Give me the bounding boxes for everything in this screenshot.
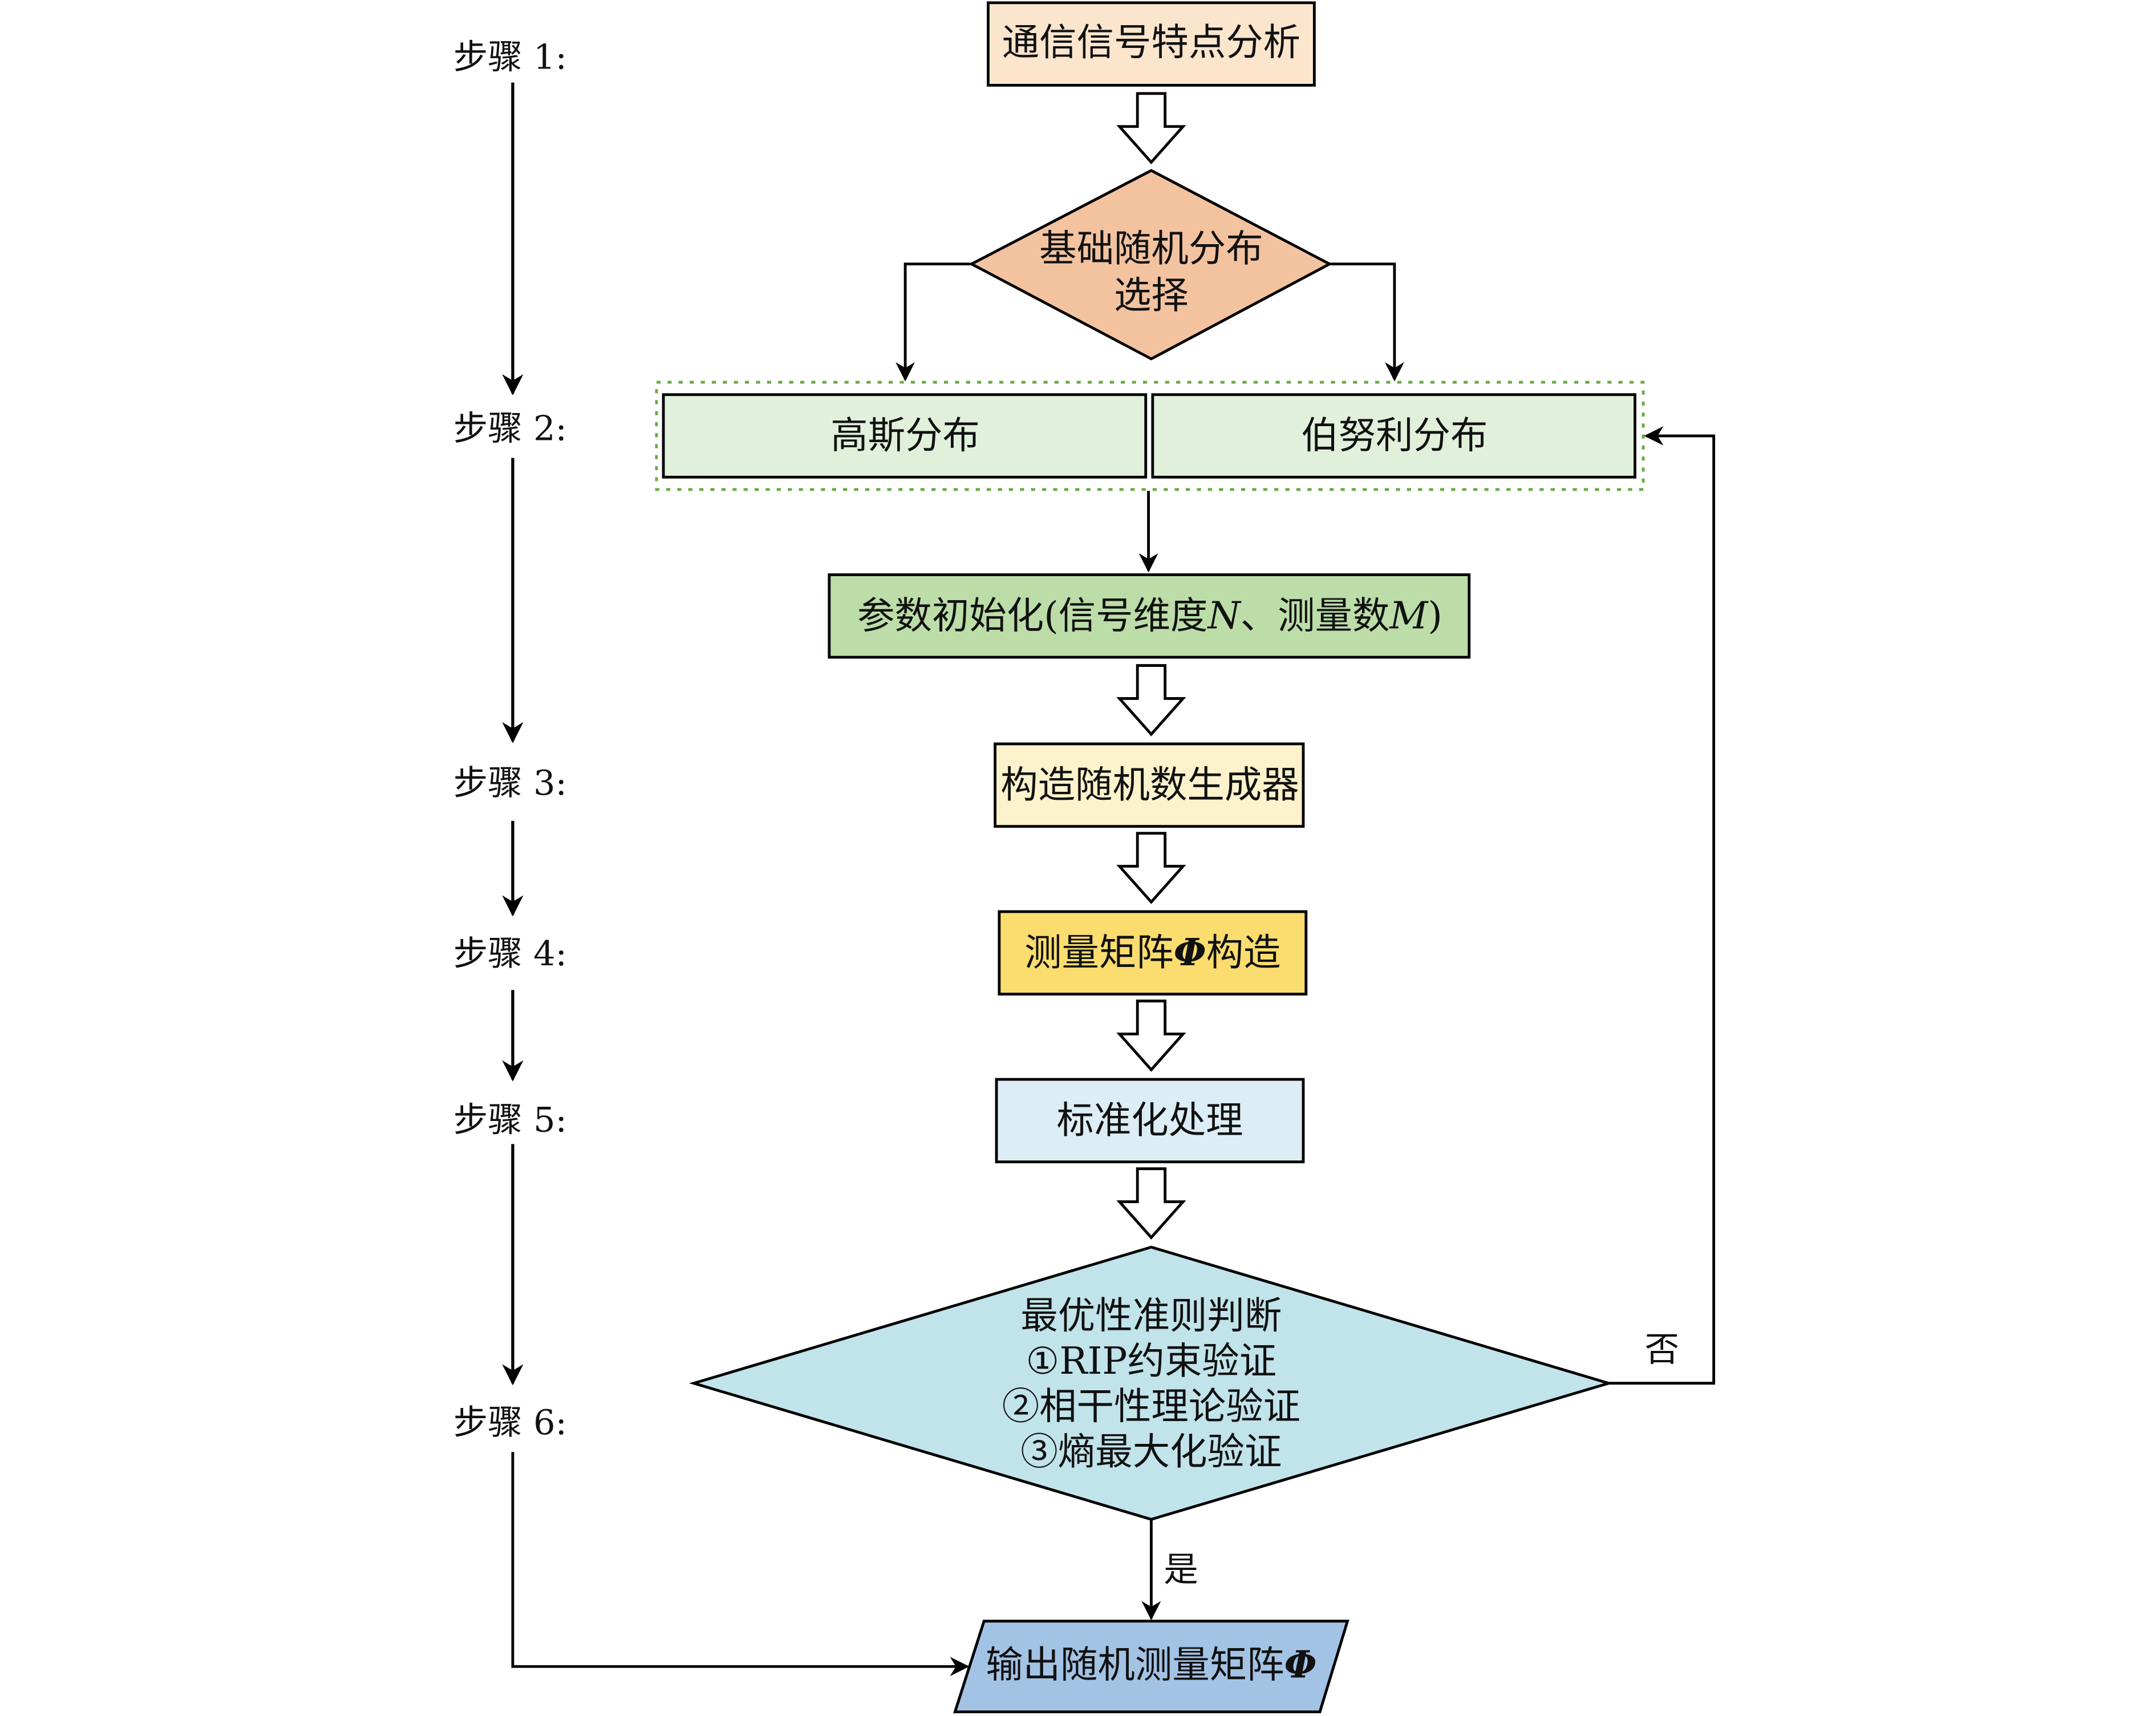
edge-label-no: 否 (1644, 1330, 1679, 1370)
node-parameter-init[interactable]: 参数初始化(信号维度N、测量数M) (828, 573, 1471, 659)
node-random-generator[interactable]: 构造随机数生成器 (994, 742, 1305, 828)
step-label-1: 步骤 1: (453, 38, 567, 78)
node-distribution-select[interactable]: 基础随机分布 选择 (968, 169, 1333, 361)
node-bernoulli[interactable]: 伯努利分布 (1151, 393, 1636, 479)
hollow-arrow-normalize-criterion (1116, 1167, 1186, 1240)
node-gaussian[interactable]: 高斯分布 (662, 393, 1148, 479)
node-optimality-criterion-line3: ②相干性理论验证 (1002, 1385, 1300, 1428)
node-gaussian-label: 高斯分布 (830, 414, 980, 458)
edge-select-bernoulli (1330, 262, 1404, 382)
node-signal-analysis[interactable]: 通信信号特点分析 (987, 1, 1316, 87)
node-parameter-init-label: 参数初始化(信号维度N、测量数M) (857, 594, 1442, 638)
edge-label-yes: 是 (1164, 1550, 1198, 1590)
step-label-3: 步骤 3: (453, 763, 567, 803)
node-phi-construct[interactable]: 测量矩阵Φ构造 (998, 910, 1308, 996)
edge-select-gaussian (895, 262, 972, 382)
node-optimality-criterion[interactable]: 最优性准则判断 ①RIP约束验证 ②相干性理论验证 ③熵最大化验证 (688, 1245, 1614, 1521)
step-column: 步骤 1: 步骤 2: 步骤 3: 步骤 4: 步骤 5: 步骤 6: (453, 38, 970, 1677)
node-normalize[interactable]: 标准化处理 (995, 1078, 1305, 1164)
node-distribution-select-line2: 选择 (1114, 274, 1189, 317)
hollow-arrow-generator-phi (1116, 832, 1186, 904)
node-distribution-select-line1: 基础随机分布 (1039, 227, 1263, 270)
node-optimality-criterion-line2: ①RIP约束验证 (1026, 1339, 1276, 1383)
step-label-6: 步骤 6: (453, 1403, 567, 1443)
step-label-4: 步骤 4: (453, 934, 567, 974)
node-output-matrix[interactable]: 输出随机测量矩阵Φ (953, 1620, 1349, 1714)
step-label-5: 步骤 5: (453, 1100, 567, 1140)
step-label-2: 步骤 2: (453, 408, 567, 448)
node-output-matrix-label: 输出随机测量矩阵Φ (986, 1644, 1316, 1687)
node-normalize-label: 标准化处理 (1056, 1099, 1243, 1142)
step-connector-6-output (511, 1452, 970, 1677)
edge-criterion-no-feedback (1608, 426, 1716, 1385)
node-bernoulli-label: 伯努利分布 (1301, 414, 1488, 458)
node-optimality-criterion-line1: 最优性准则判断 (1020, 1294, 1282, 1337)
node-random-generator-label: 构造随机数生成器 (1000, 763, 1299, 807)
node-signal-analysis-label: 通信信号特点分析 (1002, 21, 1300, 64)
hollow-arrow-phi-normalize (1116, 999, 1186, 1072)
hollow-arrow-init-generator (1116, 664, 1186, 736)
distribution-group-outline (655, 381, 1645, 491)
node-phi-construct-label: 测量矩阵Φ构造 (1024, 931, 1281, 974)
node-optimality-criterion-line4: ③熵最大化验证 (1020, 1430, 1282, 1474)
hollow-arrow-analysis-select (1116, 92, 1186, 165)
